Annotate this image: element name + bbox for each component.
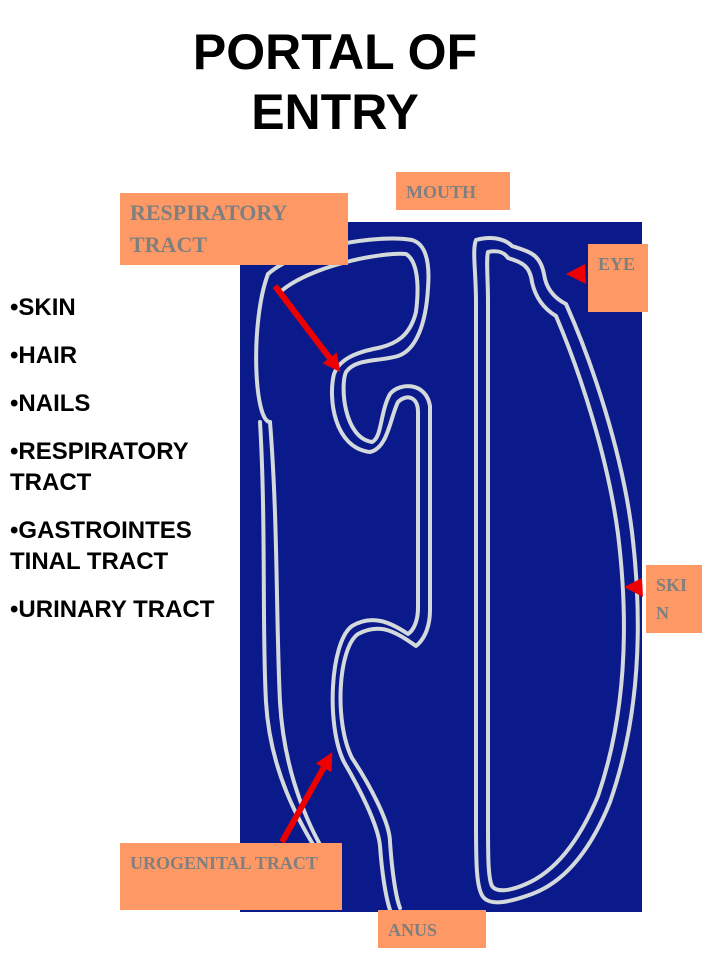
portal-label: GASTROINTES TINAL TRACT [10, 517, 192, 575]
bullet-marker: • [10, 390, 19, 417]
eye-label: EYE [588, 244, 648, 312]
portal-label: SKIN [18, 294, 76, 321]
list-item: •RESPIRATORY TRACT [10, 436, 235, 498]
portal-list: •SKIN •HAIR •NAILS •RESPIRATORY TRACT •G… [10, 292, 235, 642]
left-outer-contour [254, 272, 272, 424]
page-title: PORTAL OF ENTRY [192, 24, 478, 140]
digestive-tract [472, 236, 640, 905]
skin-label: SKIN [646, 565, 702, 633]
portal-label: URINARY TRACT [18, 596, 215, 623]
mouth-label: MOUTH [396, 172, 510, 210]
list-item: •NAILS [10, 388, 235, 419]
list-item: •SKIN [10, 292, 235, 323]
list-item: •HAIR [10, 340, 235, 371]
list-item: •URINARY TRACT [10, 594, 235, 625]
portal-label: RESPIRATORY TRACT [10, 438, 189, 496]
bullet-marker: • [10, 438, 19, 465]
urogenital-tract-label: UROGENITAL TRACT [120, 843, 342, 910]
portal-label: NAILS [18, 390, 91, 417]
digestive-tract-inner [485, 249, 626, 893]
bullet-marker: • [10, 596, 19, 623]
portal-label: HAIR [18, 342, 78, 369]
body-diagram [240, 222, 642, 912]
bullet-marker: • [10, 342, 19, 369]
bullet-marker: • [10, 294, 19, 321]
respiratory-tract-label: RESPIRATORY TRACT [120, 193, 348, 265]
bullet-marker: • [10, 517, 19, 544]
diagram-background [240, 222, 642, 912]
anus-label: ANUS [378, 910, 486, 948]
list-item: •GASTROINTES TINAL TRACT [10, 515, 235, 577]
